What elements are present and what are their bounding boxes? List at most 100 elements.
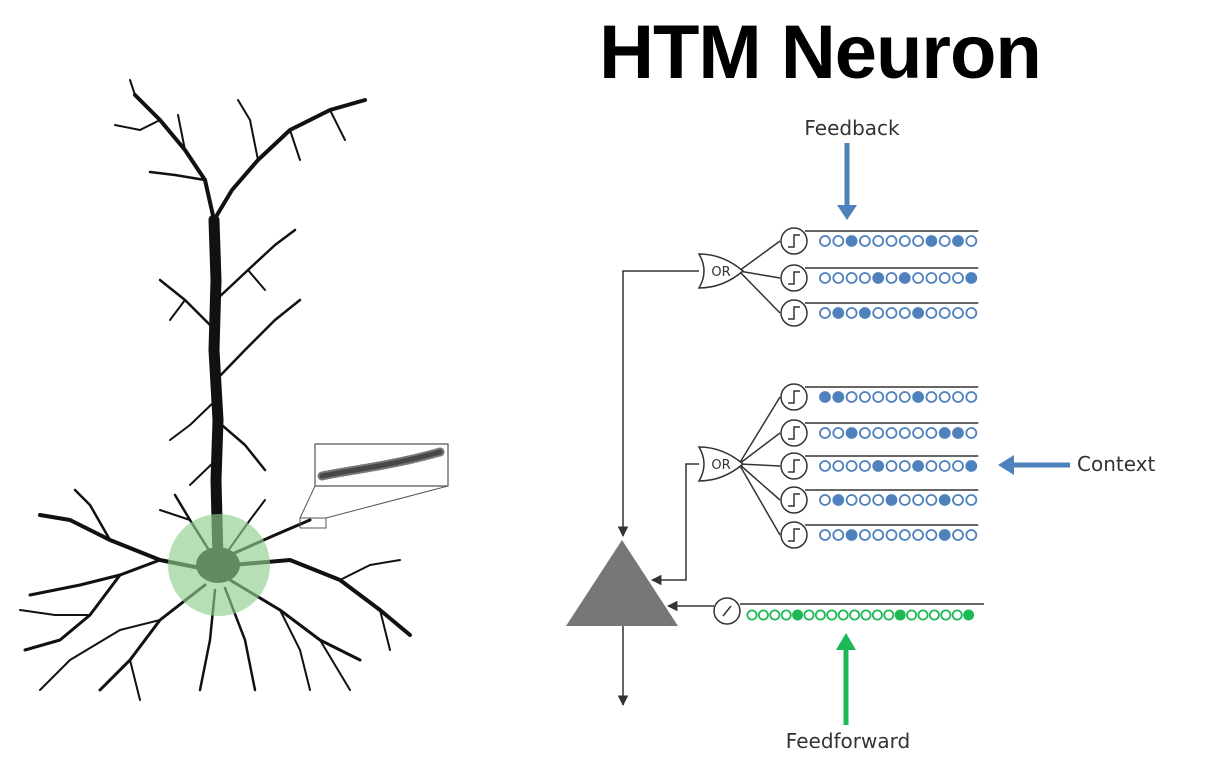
or-gate (697, 253, 745, 289)
inactive-synapse (845, 391, 858, 403)
inactive-synapse (803, 609, 815, 621)
inactive-synapse (872, 235, 885, 247)
active-synapse (845, 235, 858, 247)
inactive-synapse (859, 272, 871, 284)
feedforward-label: Feedforward (786, 729, 910, 753)
inactive-synapse (898, 529, 911, 541)
inactive-synapse (938, 460, 951, 472)
inactive-synapse (965, 529, 978, 541)
inactive-synapse (849, 609, 861, 621)
dendrite-branch (738, 396, 781, 465)
active-synapse (912, 460, 924, 472)
active-synapse (938, 529, 951, 541)
inactive-synapse (912, 427, 924, 439)
inactive-synapse (832, 460, 845, 472)
inactive-synapse (859, 235, 871, 247)
inactive-synapse (885, 529, 898, 541)
inactive-synapse (859, 460, 871, 472)
inactive-synapse (780, 609, 792, 621)
inactive-synapse (952, 494, 964, 506)
inactive-synapse (925, 307, 938, 319)
inactive-synapse (872, 307, 885, 319)
inactive-synapse (757, 609, 769, 621)
inactive-synapse (885, 235, 898, 247)
step-function-glyph (788, 271, 800, 285)
inactive-synapse (832, 529, 845, 541)
inactive-synapse (859, 529, 871, 541)
inactive-synapse (845, 494, 858, 506)
inactive-synapse (819, 235, 831, 247)
active-synapse (894, 609, 906, 621)
inactive-synapse (832, 235, 845, 247)
inactive-synapse (826, 609, 838, 621)
inactive-synapse (845, 272, 858, 284)
dendrite-branch (738, 240, 781, 272)
inactive-synapse (859, 391, 871, 403)
inactive-synapse (872, 529, 885, 541)
inactive-synapse (928, 609, 940, 621)
inactive-synapse (819, 427, 831, 439)
inactive-synapse (912, 529, 924, 541)
or-gate-context-label: OR (711, 458, 730, 473)
inactive-synapse (898, 460, 911, 472)
active-synapse (872, 460, 885, 472)
inactive-synapse (965, 494, 978, 506)
inactive-synapse (872, 391, 885, 403)
active-synapse (965, 460, 978, 472)
inactive-synapse (925, 460, 938, 472)
inactive-synapse (769, 609, 781, 621)
or-gate (697, 446, 745, 482)
context-label: Context (1077, 452, 1156, 476)
inactive-synapse (912, 272, 924, 284)
inactive-synapse (859, 494, 871, 506)
active-synapse (952, 427, 964, 439)
inactive-synapse (845, 460, 858, 472)
inactive-synapse (885, 272, 898, 284)
inactive-synapse (832, 427, 845, 439)
active-synapse (792, 609, 804, 621)
feedback-arrow-head (837, 205, 857, 220)
inactive-synapse (952, 460, 964, 472)
inactive-synapse (952, 391, 964, 403)
step-function-glyph (788, 234, 800, 248)
inactive-synapse (819, 529, 831, 541)
inactive-synapse (819, 460, 831, 472)
active-synapse (885, 494, 898, 506)
inactive-synapse (938, 391, 951, 403)
inactive-synapse (917, 609, 929, 621)
inactive-synapse (746, 609, 758, 621)
inactive-synapse (925, 494, 938, 506)
active-synapse (912, 391, 924, 403)
inactive-synapse (871, 609, 883, 621)
inactive-synapse (925, 529, 938, 541)
inactive-synapse (845, 307, 858, 319)
active-synapse (819, 391, 831, 403)
or-gate-feedback-label: OR (711, 265, 730, 280)
inactive-synapse (859, 427, 871, 439)
inactive-synapse (885, 307, 898, 319)
slash-glyph (722, 605, 732, 617)
inactive-synapse (860, 609, 872, 621)
inactive-synapse (819, 272, 831, 284)
inactive-synapse (952, 529, 964, 541)
dendrite-branch (738, 270, 781, 314)
active-synapse (952, 235, 964, 247)
htm-neuron-schematic (566, 143, 1070, 725)
active-synapse (859, 307, 871, 319)
pyramidal-neuron-illustration (19, 79, 449, 701)
step-function-glyph (788, 306, 800, 320)
step-function-glyph (788, 528, 800, 542)
active-synapse (872, 272, 885, 284)
active-synapse (832, 391, 845, 403)
inactive-synapse (819, 494, 831, 506)
context-arrow-head (998, 455, 1014, 475)
inactive-synapse (965, 391, 978, 403)
inactive-synapse (965, 235, 978, 247)
inactive-synapse (898, 494, 911, 506)
dendrite-branch (738, 463, 781, 501)
inactive-synapse (898, 235, 911, 247)
active-synapse (845, 529, 858, 541)
inactive-synapse (912, 494, 924, 506)
active-synapse (898, 272, 911, 284)
